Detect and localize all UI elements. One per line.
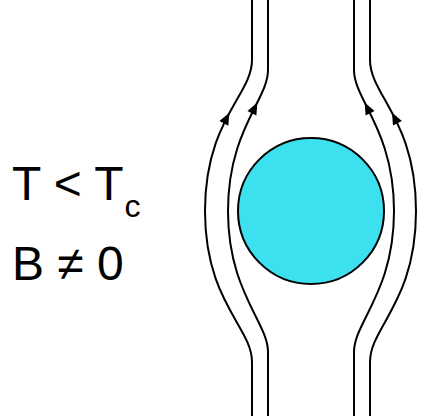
subscript-label: c	[125, 190, 141, 222]
arrowhead	[392, 112, 402, 125]
field-label: B ≠ 0	[12, 240, 124, 288]
arrowhead	[219, 113, 229, 126]
condition-label: T < T	[12, 160, 124, 208]
arrowhead	[365, 102, 375, 115]
field-lines	[205, 0, 416, 416]
superconductor-sphere	[238, 138, 384, 284]
arrowheads	[219, 102, 401, 125]
arrowhead	[247, 102, 257, 115]
